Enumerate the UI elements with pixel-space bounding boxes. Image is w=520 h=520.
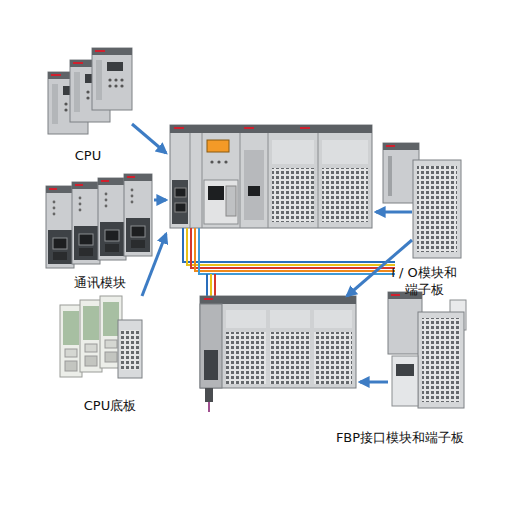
main-rack [170,125,372,228]
component-group: FBP接口模块和端子板 [325,286,475,446]
component-group: CPU [38,40,138,164]
component-label: CPU [38,147,138,164]
component-label: I / O模块和 端子板 [382,264,466,298]
fbp-module-terminal [388,292,466,408]
pointer-arrows [132,124,412,382]
cpu-baseplates [60,296,142,378]
remote-rack [200,296,356,412]
component-label: CPU底板 [55,397,165,414]
io-module-terminal [383,143,461,258]
component-label: 通讯模块 [40,274,160,291]
component-group: CPU底板 [55,292,165,414]
component-label: FBP接口模块和端子板 [325,429,475,446]
component-group: 通讯模块 [40,170,160,291]
communication-modules [46,174,152,268]
cpu-modules [48,48,132,134]
bus-cables [183,228,395,296]
component-group: I / O模块和 端子板 [376,138,472,298]
